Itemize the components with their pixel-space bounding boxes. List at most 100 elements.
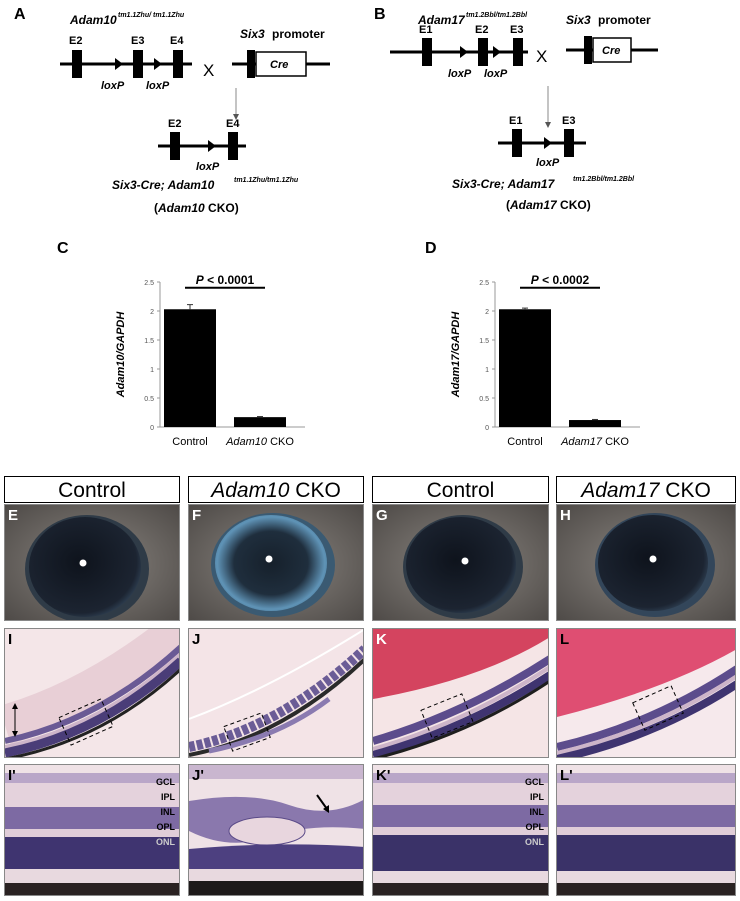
y-tick-label: 2 — [485, 309, 489, 316]
result-loxp-a-label: loxP — [196, 161, 220, 173]
panel-label-a: A — [14, 6, 26, 23]
y-axis-label: Adam17/GAPDH — [450, 311, 462, 399]
cko-a-label: CKO — [208, 201, 235, 215]
exon-a-label-1: E2 — [69, 35, 82, 47]
cko-b-label: CKO — [560, 198, 587, 212]
cross-a: X — [203, 61, 214, 80]
exon-a-2 — [133, 50, 143, 78]
exon-a-1 — [72, 50, 82, 78]
eye-highlight-icon — [265, 555, 273, 563]
histology-low-control-1: I — [4, 628, 180, 758]
column-header-adam10-cko: Adam10 CKO — [188, 476, 364, 503]
cre-a-label: Cre — [270, 59, 288, 71]
column-header-control-2: Control — [372, 476, 549, 503]
panel-label-e: E — [8, 507, 19, 524]
y-tick-label: 1 — [150, 367, 154, 374]
promoter-b-block — [584, 36, 592, 64]
cre-b-label: Cre — [602, 45, 620, 57]
panel-label-jp: J' — [192, 767, 204, 784]
loxp-b-2-icon — [493, 46, 501, 58]
y-tick-label: 0.5 — [479, 396, 489, 403]
panel-label-d: D — [425, 240, 437, 257]
panel-label-lp: L' — [560, 767, 573, 784]
eye-photo-control-2: G — [372, 504, 549, 621]
svg-text:(Adam17 CKO): (Adam17 CKO) — [506, 198, 591, 212]
promoter-a-block — [247, 50, 255, 78]
histology-low-adam17-cko: L — [556, 628, 736, 758]
y-tick-label: 0 — [485, 425, 489, 432]
y-tick-label: 1.5 — [479, 338, 489, 345]
bar — [569, 420, 621, 427]
cko-b-gene: Adam17 — [509, 198, 558, 212]
promoter-b-word: promoter — [598, 13, 651, 27]
panel-label-l: L — [560, 631, 570, 648]
loxp-b-label-1: loxP — [448, 68, 472, 80]
result-exon-b-2 — [564, 129, 574, 157]
allele-b-name: Adam17 — [417, 13, 466, 27]
histology-low-control-2: K — [372, 628, 549, 758]
eye-highlight-icon — [649, 555, 657, 563]
promoter-b-gene: Six3 — [566, 13, 591, 27]
arrow-pointer-icon — [316, 794, 328, 810]
eye-highlight-icon — [79, 559, 87, 567]
x-category-label: Adam17 CKO — [560, 436, 629, 448]
promoter-a-word: promoter — [272, 27, 325, 41]
result-exon-b-label-1: E1 — [509, 115, 522, 127]
panel-label-f: F — [192, 507, 202, 524]
histology-low-adam10-cko: J — [188, 628, 364, 758]
y-axis-label: Adam10/GAPDH — [115, 311, 127, 399]
loxp-a-2-icon — [154, 58, 162, 70]
allele-b-sup: tm1.2Bbl/tm1.2Bbl — [466, 12, 528, 19]
loxp-a-1-icon — [115, 58, 123, 70]
result-a-name: Six3-Cre; Adam10 — [112, 178, 215, 192]
loxp-b-label-2: loxP — [484, 68, 508, 80]
panel-label-b: B — [374, 6, 386, 23]
column-header-control-1: Control — [4, 476, 180, 503]
allele-a-name: Adam10 — [69, 13, 117, 27]
result-loxp-b-label: loxP — [536, 157, 560, 169]
p-value-annotation: P < 0.0002 — [531, 273, 590, 287]
y-tick-label: 1.5 — [144, 338, 154, 345]
inset-box — [420, 693, 474, 739]
result-b-sup: tm1.2Bbl/tm1.2Bbl — [573, 176, 635, 183]
exon-b-3 — [513, 38, 523, 66]
result-exon-a-label-2: E4 — [226, 118, 240, 130]
panel-label-j: J — [192, 631, 201, 648]
loxp-b-1-icon — [460, 46, 468, 58]
svg-text:(Adam10 CKO): (Adam10 CKO) — [154, 201, 239, 215]
panel-label-g: G — [376, 507, 388, 524]
bar — [234, 417, 286, 427]
panel-label-c: C — [57, 240, 69, 257]
exon-a-3 — [173, 50, 183, 78]
exon-b-1 — [422, 38, 432, 66]
cre-a-box — [255, 51, 307, 77]
cko-a-gene: Adam10 — [157, 201, 205, 215]
y-tick-label: 2 — [150, 309, 154, 316]
eye-photo-adam10-cko: F — [188, 504, 364, 621]
exon-b-2 — [478, 38, 488, 66]
cre-b-box — [592, 37, 632, 63]
exon-b-label-3: E3 — [510, 24, 523, 36]
bar — [499, 309, 551, 427]
cross-b: X — [536, 47, 547, 66]
result-b-name: Six3-Cre; Adam17 — [452, 177, 556, 191]
result-loxp-b-icon — [544, 137, 552, 149]
x-category-label: Adam10 CKO — [225, 436, 294, 448]
y-tick-label: 0.5 — [144, 396, 154, 403]
panel-label-kp: K' — [376, 767, 391, 784]
result-exon-a-1 — [170, 132, 180, 160]
y-tick-label: 0 — [150, 425, 154, 432]
exon-b-label-1: E1 — [419, 24, 432, 36]
arrow-a-down-icon — [233, 114, 239, 120]
retina-adam17-cko: L' — [556, 764, 736, 896]
y-tick-label: 2.5 — [144, 280, 154, 287]
result-exon-a-2 — [228, 132, 238, 160]
diagram-a: Adam10 tm1.1Zhu/ tm1.1Zhu E2 E3 E4 loxP … — [60, 12, 330, 215]
column-header-adam17-cko: Adam17 CKO — [556, 476, 736, 503]
panel-label-h: H — [560, 507, 571, 524]
eye-photo-adam17-cko: H — [556, 504, 736, 621]
result-a-sup: tm1.1Zhu/tm1.1Zhu — [234, 177, 299, 184]
